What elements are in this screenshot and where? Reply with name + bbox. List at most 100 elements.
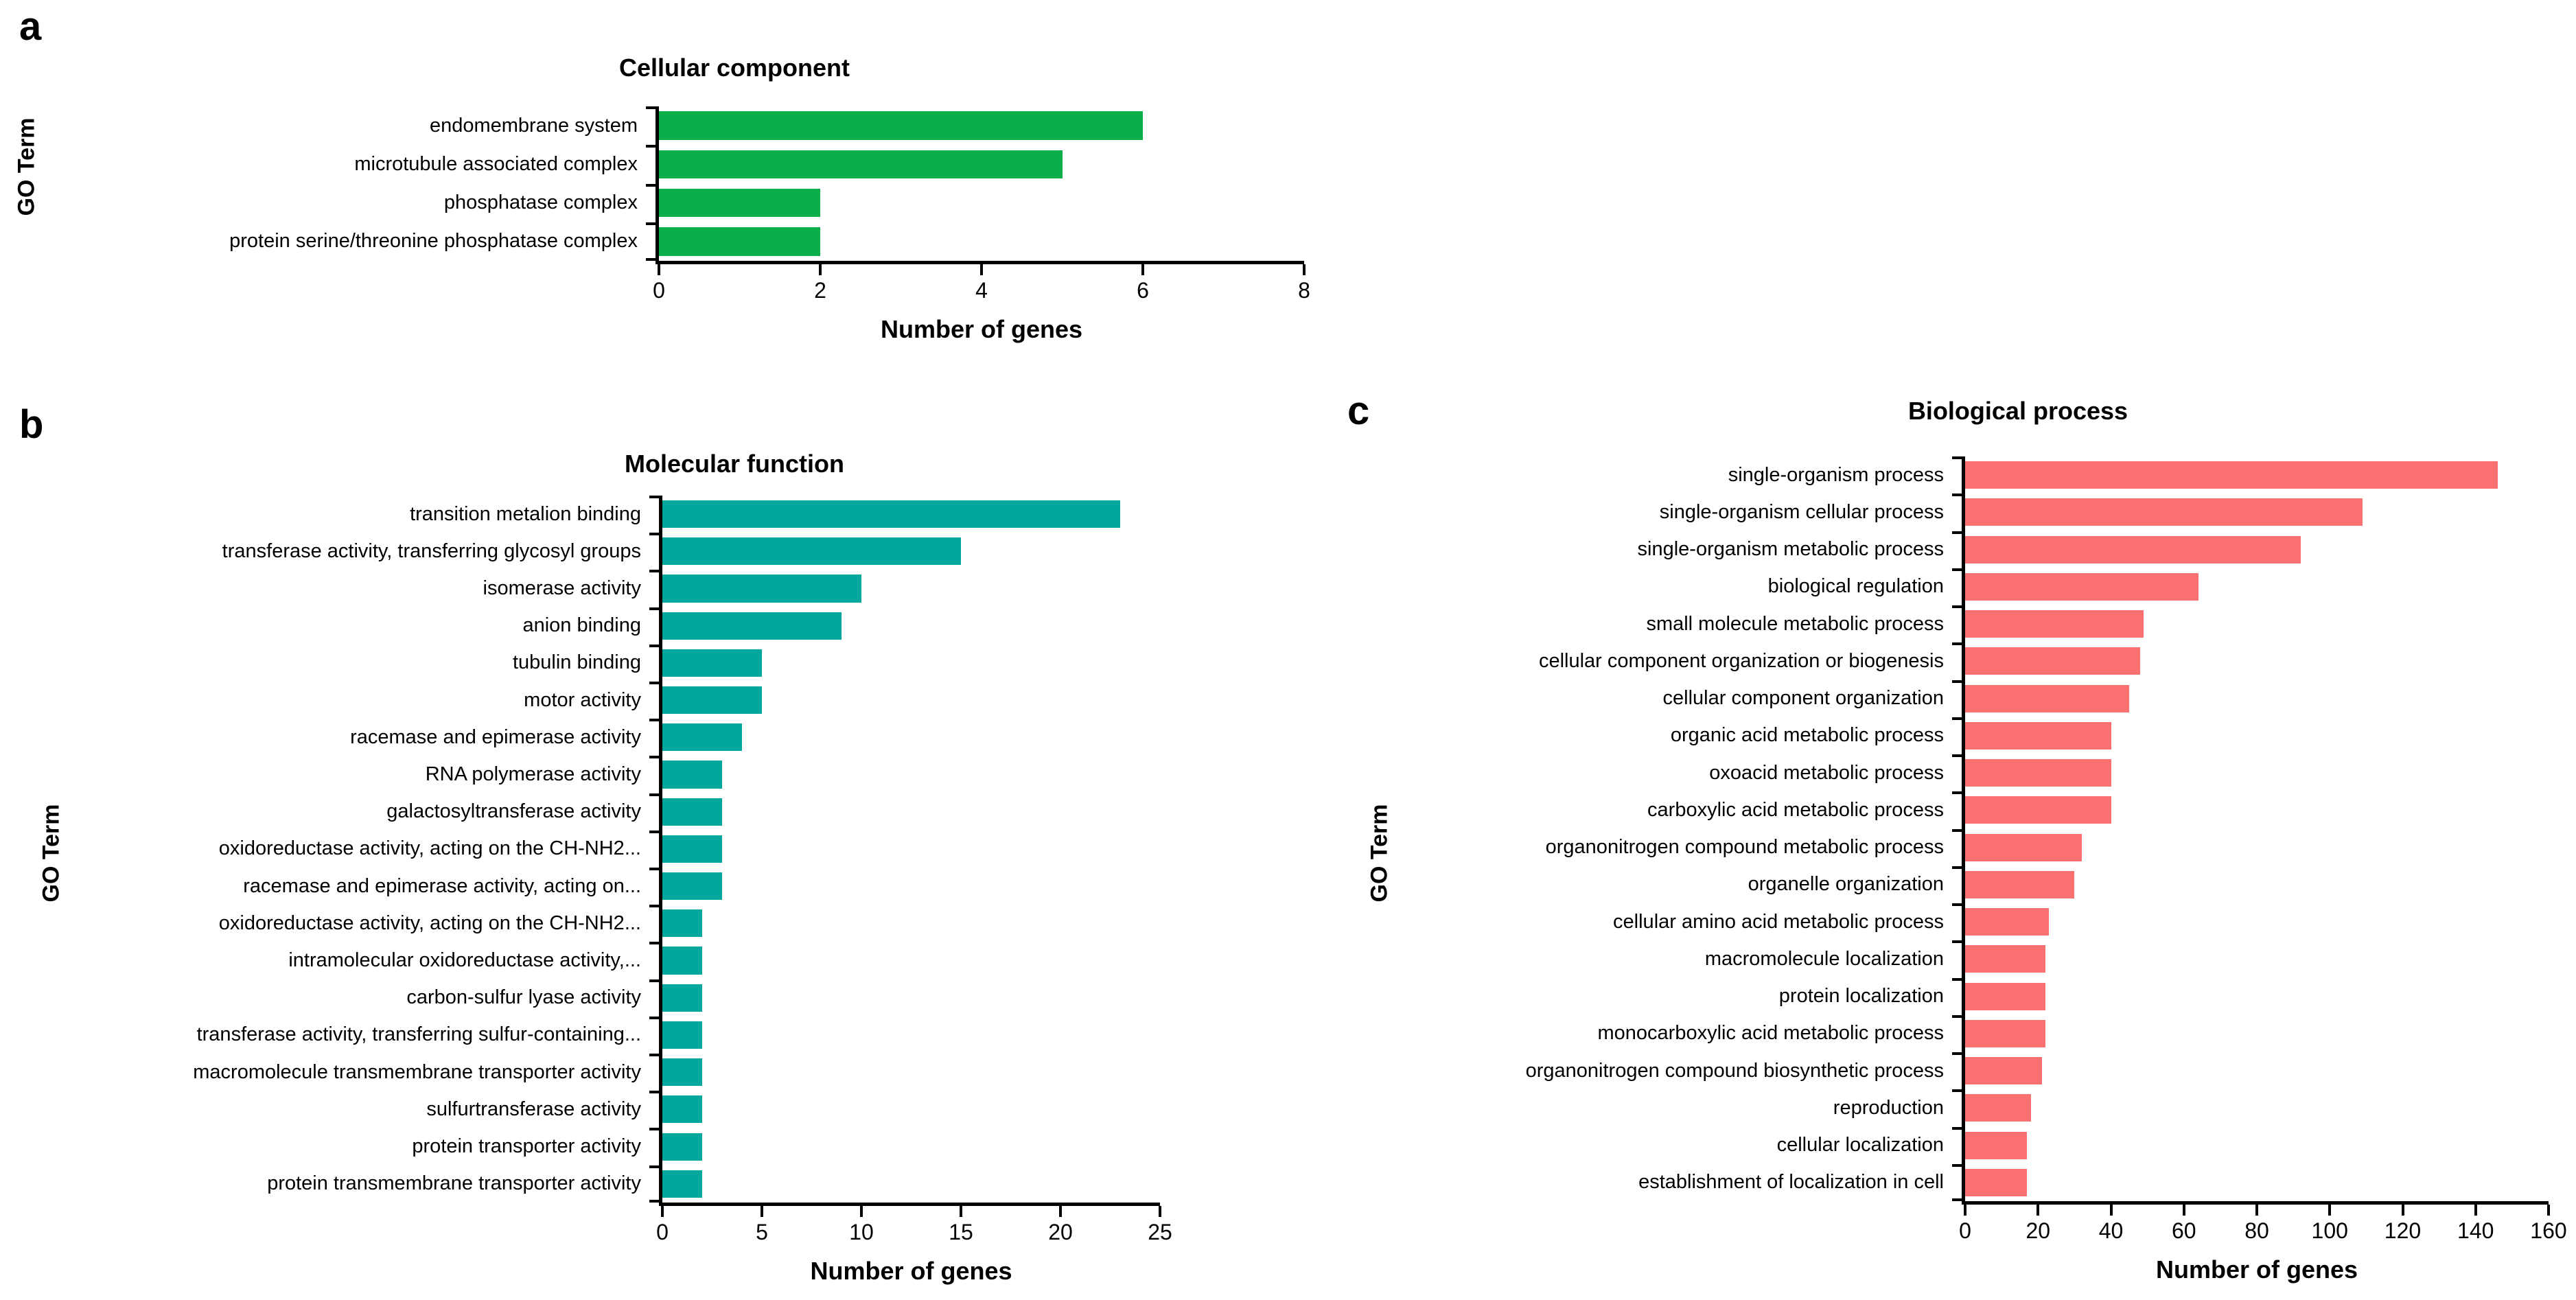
bar-row[interactable]: [1965, 1052, 2549, 1089]
y-tick: [649, 1016, 659, 1054]
bar-row[interactable]: [662, 793, 1160, 831]
x-tick-label: 25: [1148, 1220, 1172, 1244]
y-tick: [649, 1128, 659, 1165]
bar[interactable]: [1965, 833, 2082, 861]
bar-row[interactable]: [662, 533, 1160, 570]
bar-row[interactable]: [662, 607, 1160, 645]
x-tick: [2037, 1205, 2040, 1216]
bar-row[interactable]: [662, 1017, 1160, 1054]
bar[interactable]: [662, 1021, 702, 1049]
bar-row[interactable]: [1965, 568, 2549, 605]
bar[interactable]: [659, 227, 820, 256]
bar-row[interactable]: [1965, 642, 2549, 680]
bar[interactable]: [662, 500, 1120, 529]
panel-c-x-axis-caption: Number of genes: [2155, 1255, 2358, 1284]
bar[interactable]: [1965, 1168, 2028, 1196]
bar[interactable]: [662, 612, 842, 640]
bar-row[interactable]: [1965, 903, 2549, 940]
bar-row[interactable]: [1965, 605, 2549, 642]
bar[interactable]: [1965, 759, 2111, 787]
bar[interactable]: [1965, 572, 2198, 601]
bar-row[interactable]: [662, 868, 1160, 905]
bar[interactable]: [662, 1058, 702, 1087]
bar[interactable]: [659, 150, 1063, 179]
bar[interactable]: [1965, 461, 2498, 489]
x-tick: [1303, 264, 1306, 275]
bar[interactable]: [662, 984, 702, 1012]
bar-row[interactable]: [662, 682, 1160, 719]
bar-row[interactable]: [662, 1091, 1160, 1128]
bar-row[interactable]: [662, 942, 1160, 979]
bar[interactable]: [662, 947, 702, 975]
bar[interactable]: [662, 1133, 702, 1161]
bar[interactable]: [1965, 796, 2111, 824]
bar[interactable]: [1965, 647, 2140, 675]
bar-row[interactable]: [1965, 1164, 2549, 1201]
bar[interactable]: [1965, 1094, 2031, 1122]
bar[interactable]: [659, 111, 1143, 140]
category-label: biological regulation: [1767, 575, 1944, 598]
bar[interactable]: [662, 872, 722, 901]
bar-row[interactable]: [662, 831, 1160, 868]
bar-row[interactable]: [659, 106, 1304, 145]
bar-row[interactable]: [662, 496, 1160, 533]
bar[interactable]: [1965, 982, 2045, 1010]
x-tick-label: 20: [1048, 1220, 1073, 1244]
bar-row[interactable]: [1965, 1089, 2549, 1126]
bar[interactable]: [662, 835, 722, 863]
bar[interactable]: [662, 723, 742, 752]
bar[interactable]: [1965, 945, 2045, 973]
bar-row[interactable]: [1965, 1015, 2549, 1052]
bar[interactable]: [1965, 721, 2111, 750]
bar-row[interactable]: [662, 1165, 1160, 1203]
bar[interactable]: [662, 686, 762, 715]
x-tick-label: 120: [2384, 1218, 2422, 1243]
bar[interactable]: [662, 1170, 702, 1198]
bar-row[interactable]: [1965, 978, 2549, 1015]
bar-row[interactable]: [1965, 829, 2549, 866]
bar[interactable]: [1965, 870, 2075, 898]
bar[interactable]: [662, 761, 722, 789]
bar[interactable]: [662, 798, 722, 826]
bar[interactable]: [662, 1095, 702, 1124]
bar[interactable]: [662, 649, 762, 677]
bar[interactable]: [659, 188, 820, 218]
bar-row[interactable]: [1965, 754, 2549, 791]
category-label: oxoacid metabolic process: [1709, 761, 1944, 784]
bar-row[interactable]: [1965, 1127, 2549, 1164]
panel-b-letter: b: [19, 402, 44, 447]
bar-row[interactable]: [1965, 680, 2549, 717]
bar-row[interactable]: [662, 645, 1160, 682]
bar-row[interactable]: [659, 184, 1304, 222]
bar[interactable]: [1965, 498, 2363, 526]
bar[interactable]: [1965, 610, 2144, 638]
bar-row[interactable]: [1965, 456, 2549, 494]
y-tick: [1952, 828, 1962, 866]
bar[interactable]: [662, 537, 961, 566]
bar[interactable]: [1965, 684, 2130, 712]
bar-row[interactable]: [662, 1128, 1160, 1165]
bar[interactable]: [1965, 1131, 2028, 1159]
bar[interactable]: [662, 574, 861, 603]
bar-row[interactable]: [662, 570, 1160, 607]
bar[interactable]: [662, 909, 702, 938]
bar[interactable]: [1965, 1019, 2045, 1047]
bar-row[interactable]: [1965, 791, 2549, 828]
y-tick: [646, 183, 655, 222]
bar-row[interactable]: [659, 145, 1304, 183]
bar-row[interactable]: [1965, 717, 2549, 754]
bar-row[interactable]: [662, 905, 1160, 942]
bar-row[interactable]: [1965, 940, 2549, 977]
bar-row[interactable]: [1965, 494, 2549, 531]
bar-row[interactable]: [662, 979, 1160, 1017]
bar-row[interactable]: [659, 222, 1304, 261]
bar-row[interactable]: [662, 1054, 1160, 1091]
bar-row[interactable]: [662, 719, 1160, 756]
bar-row[interactable]: [1965, 866, 2549, 903]
bar-row[interactable]: [1965, 531, 2549, 568]
bar[interactable]: [1965, 1057, 2042, 1085]
bar-row[interactable]: [662, 756, 1160, 793]
bar[interactable]: [1965, 908, 2050, 936]
bar[interactable]: [1965, 535, 2301, 564]
x-tick: [1059, 1206, 1062, 1217]
